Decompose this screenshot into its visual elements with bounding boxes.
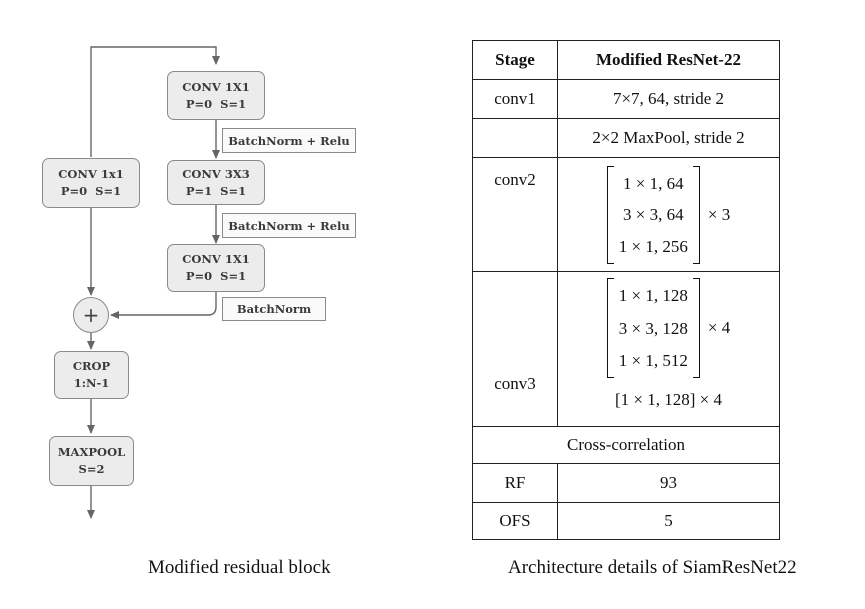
conv3-left-bracket	[606, 278, 614, 378]
conv2-right-bracket	[692, 165, 700, 264]
conv3-matrix-rows: 1 × 1, 128 3 × 3, 128 1 × 1, 512	[614, 278, 693, 378]
conv-c-params: P=0 S=1	[185, 269, 247, 283]
conv2-matrix: 1 × 1, 64 3 × 3, 64 1 × 1, 256	[606, 165, 700, 264]
add-symbol: +	[82, 303, 100, 327]
conv-b-title: CONV 3X3	[182, 166, 250, 181]
add-node: +	[73, 297, 109, 333]
rf-value: 93	[557, 463, 780, 503]
shortcut-conv-title: CONV 1x1	[58, 167, 124, 181]
table-caption: Architecture details of SiamResNet22	[508, 557, 797, 578]
conv-a-params: P=0 S=1	[185, 96, 247, 111]
conv3-row-2: 3 × 3, 128	[618, 318, 688, 338]
conv1-value: 7×7, 64, stride 2	[557, 79, 780, 119]
maxpool-title: MAXPOOL	[57, 445, 126, 459]
row-xcorr: Cross-correlation	[472, 426, 780, 464]
input-split-line	[90, 46, 220, 157]
maxpool-params: S=2	[78, 462, 105, 476]
batchnorm-relu-label-1-text: BatchNorm + Relu	[228, 133, 350, 148]
conv2-row-3: 1 × 1, 256	[618, 236, 688, 256]
conv2-matrix-rows: 1 × 1, 64 3 × 3, 64 1 × 1, 256	[614, 166, 693, 264]
conv3-right-bracket	[692, 278, 700, 378]
conv3-row-3: 1 × 1, 512	[618, 351, 688, 370]
crop-title: CROP	[72, 359, 111, 373]
batchnorm-relu-label-2: BatchNorm + Relu	[222, 213, 356, 238]
batchnorm-label-text: BatchNorm	[236, 302, 312, 316]
architecture-table: Stage Modified ResNet-22 conv1 7×7, 64, …	[472, 40, 780, 540]
conv3-row-1: 1 × 1, 128	[618, 286, 688, 305]
crop-params: 1:N-1	[73, 376, 110, 390]
conv2-row-1: 1 × 1, 64	[623, 173, 684, 193]
conv-b-node: CONV 3X3 P=1 S=1	[167, 160, 265, 205]
conv3-extra: [1 × 1, 128] × 4	[615, 390, 722, 409]
conv2-row-2: 3 × 3, 64	[623, 205, 684, 224]
conv2-multiplier: × 3	[707, 204, 731, 224]
conv-c-title: CONV 1X1	[182, 252, 250, 266]
ofs-value: 5	[557, 502, 780, 540]
row-conv1: conv1 7×7, 64, stride 2	[472, 79, 780, 119]
pool-stage	[472, 118, 558, 158]
diagram-caption: Modified residual block	[148, 557, 331, 578]
conv-a-node: CONV 1X1 P=0 S=1	[167, 71, 265, 120]
conv3-block: 1 × 1, 128 3 × 3, 128 1 × 1, 512 × 4 [1 …	[557, 271, 780, 427]
row-conv2: conv2 1 × 1, 64 3 × 3, 64 1 × 1, 256 × 3	[472, 157, 780, 272]
header-stage: Stage	[472, 40, 558, 80]
conv3-multiplier: × 4	[707, 318, 731, 337]
conv-c-node: CONV 1X1 P=0 S=1	[167, 244, 265, 292]
table-header-row: Stage Modified ResNet-22	[472, 40, 780, 80]
rf-stage: RF	[472, 463, 558, 503]
xcorr-value: Cross-correlation	[472, 426, 780, 464]
conv2-stage: conv2	[472, 157, 558, 272]
row-pool: 2×2 MaxPool, stride 2	[472, 118, 780, 158]
conv-b-params: P=1 S=1	[185, 183, 247, 198]
row-rf: RF 93	[472, 463, 780, 503]
conv2-block: 1 × 1, 64 3 × 3, 64 1 × 1, 256 × 3	[557, 157, 780, 272]
ofs-stage: OFS	[472, 502, 558, 540]
batchnorm-label: BatchNorm	[222, 297, 326, 321]
conv3-stage: conv3	[472, 271, 558, 427]
maxpool-node: MAXPOOL S=2	[49, 436, 134, 486]
header-model: Modified ResNet-22	[557, 40, 780, 80]
crop-node: CROP 1:N-1	[54, 351, 129, 399]
conv-a-title: CONV 1X1	[182, 79, 250, 94]
conv1-stage: conv1	[472, 79, 558, 119]
batchnorm-relu-label-1: BatchNorm + Relu	[222, 128, 356, 153]
conv2-left-bracket	[606, 165, 614, 264]
batchnorm-relu-label-2-text: BatchNorm + Relu	[228, 218, 350, 233]
row-ofs: OFS 5	[472, 502, 780, 540]
row-conv3: conv3 1 × 1, 128 3 × 3, 128 1 × 1, 512 ×…	[472, 271, 780, 427]
conv3-matrix: 1 × 1, 128 3 × 3, 128 1 × 1, 512	[606, 278, 700, 378]
arrow-conv-c-to-add	[110, 292, 217, 319]
shortcut-conv-params: P=0 S=1	[60, 184, 122, 198]
shortcut-conv-node: CONV 1x1 P=0 S=1	[42, 158, 140, 208]
pool-value: 2×2 MaxPool, stride 2	[557, 118, 780, 158]
